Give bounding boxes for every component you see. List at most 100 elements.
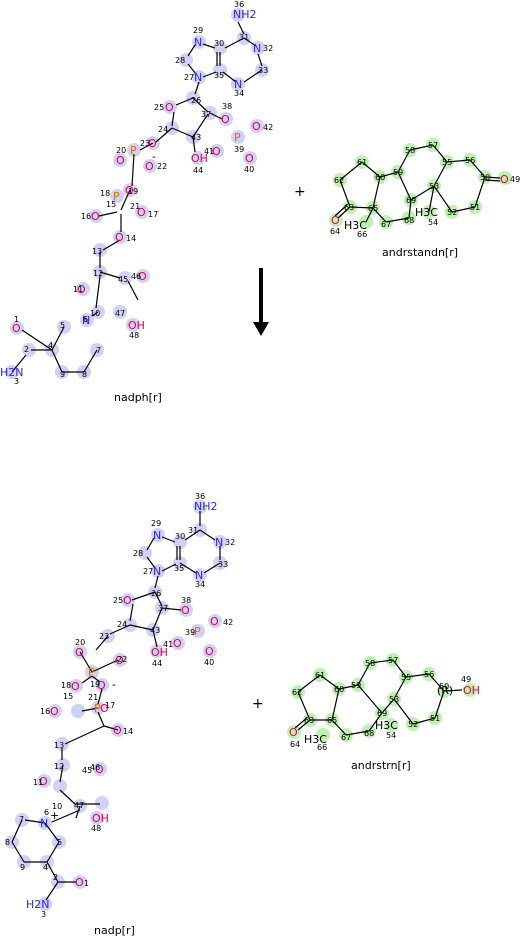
atom-number: 68 [404,216,414,225]
atom-number: 55 [401,673,411,682]
atom-number: 6 [83,315,88,324]
atom-number: 44 [152,659,162,668]
atom-charge: - [152,150,156,163]
atom-number: 53 [429,182,439,191]
atom-number: 56 [424,670,434,679]
atom-label: P [130,144,137,157]
atom-label: P [88,666,95,679]
andrstandn-bonds [334,144,501,223]
atom-label: O [173,637,182,650]
nadp-bonds [11,511,221,901]
atom-number: 47 [115,309,125,318]
atom-number: 42 [223,618,233,627]
atom-number: 66 [357,230,367,239]
atom-number: 36 [195,492,205,501]
atom-number: 11 [33,778,43,787]
atom-number: 10 [90,309,100,318]
atom-number: 3 [41,910,46,919]
atom-label: N [253,42,261,55]
atom-number: 20 [116,146,126,155]
atom-number: 12 [93,269,103,278]
atom-label: O [100,702,109,715]
atom-number: 24 [117,620,127,629]
atom-number: 25 [154,103,164,112]
atom-label: NH2 [233,8,257,21]
atom-number: 67 [381,220,391,229]
atom-label: O [289,726,298,739]
atom-number: 29 [193,26,203,35]
atom-label: P [194,625,201,638]
atom-number: 31 [188,526,198,535]
atom-number: 19 [128,187,138,196]
atom-label: N [40,817,48,830]
atom-label: O [95,763,104,776]
nadph-atom-numbers: 36 29 30 31 32 33 28 27 35 34 26 25 37 3… [14,0,273,386]
atom-label: N [194,71,202,84]
molecule-name: nadph[r] [114,391,162,404]
atom-number: 5 [60,321,65,330]
atom-label: O [123,594,132,607]
atom-number: 22 [117,655,127,664]
atom-number: 30 [175,532,185,541]
atom-number: 5 [57,838,62,847]
atom-label: O [116,154,125,167]
reaction-plus-sign: + [294,184,306,200]
atom-number: 61 [357,158,367,167]
atom-number: 58 [365,659,375,668]
atom-number: 69 [377,709,387,718]
reaction-plus-sign: + [252,696,264,712]
atom-number: 2 [53,873,58,882]
atom-number: 41 [204,147,214,156]
atom-number: 40 [244,165,254,174]
atom-number: 68 [364,729,374,738]
atom-label: OH [191,152,208,165]
atom-number: 67 [341,733,351,742]
atom-label: NH2 [194,500,218,513]
atom-label: O [148,137,157,150]
atom-number: 34 [234,89,244,98]
atom-number: 45 [82,766,92,775]
atom-number: 39 [234,145,244,154]
atom-number: 30 [214,39,224,48]
atom-number: 3 [14,377,19,386]
atom-number: 38 [222,102,232,111]
molecule-nadp: NH2 N N N N O O O P O O OH O P O - O O P… [5,492,235,937]
atom-label: O [115,654,124,667]
atom-number: 15 [106,200,116,209]
atom-number: 7 [96,346,101,355]
atom-number: 33 [258,66,268,75]
atom-number: 25 [113,596,123,605]
atom-number: 43 [191,133,201,142]
atom-number: 24 [158,125,168,134]
atom-number: 61 [315,671,325,680]
atom-label: O [113,724,122,737]
atom-number: 17 [105,701,115,710]
atom-label: O [221,113,230,126]
atom-number: 28 [175,56,185,65]
atom-number: 49 [510,175,520,184]
nadph-atom-labels: NH2 N N N N O O O P O O OH O P O O - O P… [0,8,261,379]
atom-number: 4 [43,863,48,872]
atom-number: 63 [344,203,354,212]
molecule-name: andrstrn[r] [351,759,411,772]
atom-label: O [181,604,190,617]
atom-number: 27 [184,73,194,82]
atom-number: 47 [74,801,84,810]
atom-number: 16 [81,212,91,221]
atom-number: 54 [386,731,396,740]
atom-number: 40 [204,658,214,667]
atom-label: N [195,569,203,582]
atom-number: 39 [185,628,195,637]
atom-number: 44 [193,166,203,175]
atom-number: 46 [131,272,141,281]
atom-number: 16 [40,707,50,716]
atom-label: H3C [415,206,438,219]
atom-number: 52 [447,208,457,217]
atom-number: 8 [82,370,87,379]
atom-label: P [94,702,101,715]
nadp-atom-numbers: 36 29 30 31 32 33 28 27 35 34 26 25 37 3… [5,492,235,919]
atom-number: 18 [100,189,110,198]
atom-number: 23 [99,632,109,641]
